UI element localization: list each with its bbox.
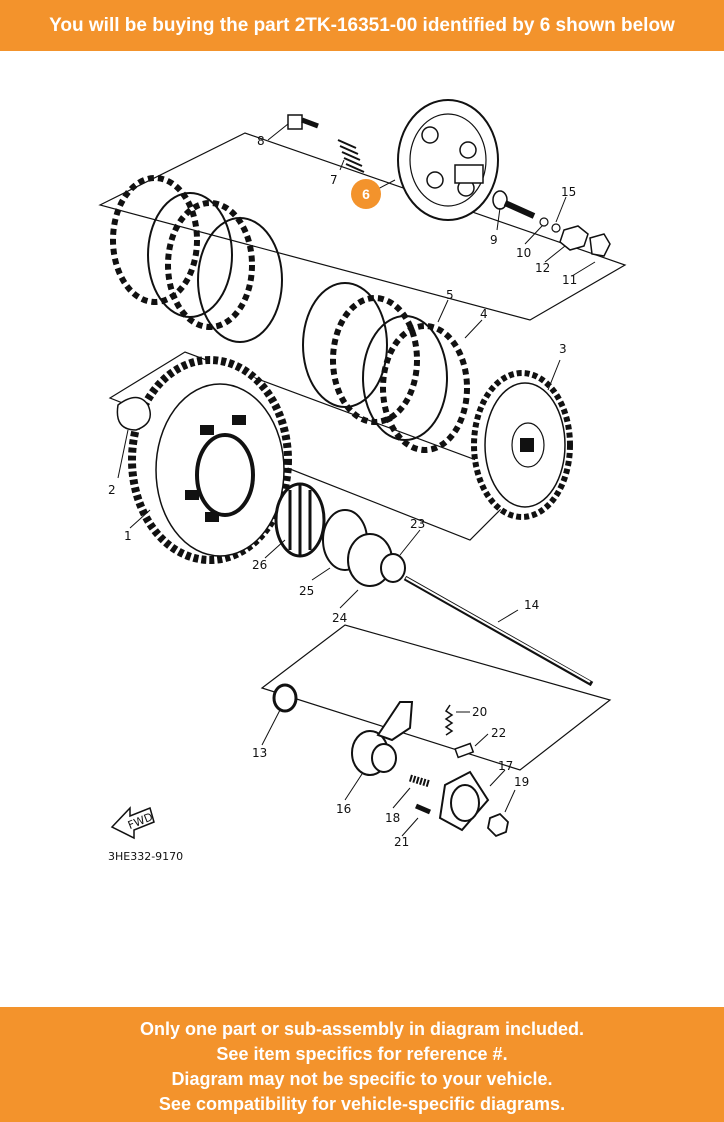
callout-16: 16 (336, 802, 351, 816)
callout-22: 22 (491, 726, 506, 740)
collar (380, 553, 406, 583)
push-rod (492, 190, 536, 219)
callout-21: 21 (394, 835, 409, 849)
pressure-plate (397, 99, 499, 221)
fwd-arrow: FWD (110, 806, 155, 840)
bottom-banner: Only one part or sub-assembly in diagram… (0, 1007, 724, 1122)
callout-19: 19 (514, 775, 529, 789)
return-spring (444, 704, 454, 736)
diagram-code: 3HE332-9170 (108, 850, 183, 863)
part-info-text: You will be buying the part 2TK-16351-00… (49, 15, 675, 36)
callout-26: 26 (252, 558, 267, 572)
clutch-boss (471, 370, 573, 520)
callout-labels: 1 2 3 4 5 7 8 9 10 11 12 13 14 15 16 17 … (108, 134, 577, 849)
callout-14: 14 (524, 598, 539, 612)
callout-13: 13 (252, 746, 267, 760)
callout-5: 5 (446, 288, 454, 302)
callout-25: 25 (299, 584, 314, 598)
callout-11: 11 (562, 273, 577, 287)
bearing-cover (438, 770, 490, 832)
washer (551, 223, 561, 233)
callout-8: 8 (257, 134, 265, 148)
primary-driven-gear (128, 356, 292, 564)
footer-line-2: See item specifics for reference #. (216, 1044, 508, 1064)
top-banner: You will be buying the part 2TK-16351-00… (0, 0, 724, 51)
callout-17: 17 (498, 759, 513, 773)
footer-line-3: Diagram may not be specific to your vehi… (171, 1069, 553, 1089)
callout-9: 9 (490, 233, 498, 247)
o-ring (539, 217, 549, 227)
highlight-marker-6: 6 (351, 179, 381, 209)
callout-23: 23 (410, 517, 425, 531)
clutch-spring (337, 139, 365, 173)
callout-20: 20 (472, 705, 487, 719)
callout-2: 2 (108, 483, 116, 497)
callout-12: 12 (535, 261, 550, 275)
pin (454, 742, 475, 759)
friction-plates-set-2 (302, 282, 470, 453)
push-lever-assembly (351, 701, 414, 776)
oil-seal (272, 683, 298, 713)
callout-18: 18 (385, 811, 400, 825)
callout-15: 15 (561, 185, 576, 199)
needle-bearing (274, 482, 326, 558)
friction-plates-set (110, 175, 283, 343)
bolt (287, 114, 319, 130)
footer-line-1: Only one part or sub-assembly in diagram… (139, 1019, 585, 1039)
callout-4: 4 (480, 307, 488, 321)
lock-washer (589, 233, 611, 257)
callout-1: 1 (124, 529, 132, 543)
callout-24: 24 (332, 611, 347, 625)
nut (487, 812, 509, 838)
leader-lines (117, 123, 596, 837)
callout-10: 10 (516, 246, 531, 260)
thrust-washer (116, 396, 151, 431)
lower-assembly-outline (260, 624, 612, 771)
upper-assembly-outline (98, 132, 627, 321)
highlight-number: 6 (362, 186, 370, 202)
screw (415, 803, 431, 815)
exploded-parts-diagram: FWD 1 2 3 4 5 7 8 9 10 11 12 13 14 15 16… (98, 99, 627, 863)
footer-line-4: See compatibility for vehicle-specific d… (158, 1094, 566, 1114)
callout-3: 3 (559, 342, 567, 356)
lock-nut (559, 225, 589, 251)
callout-7: 7 (330, 173, 338, 187)
adjusting-bolt (408, 774, 432, 788)
